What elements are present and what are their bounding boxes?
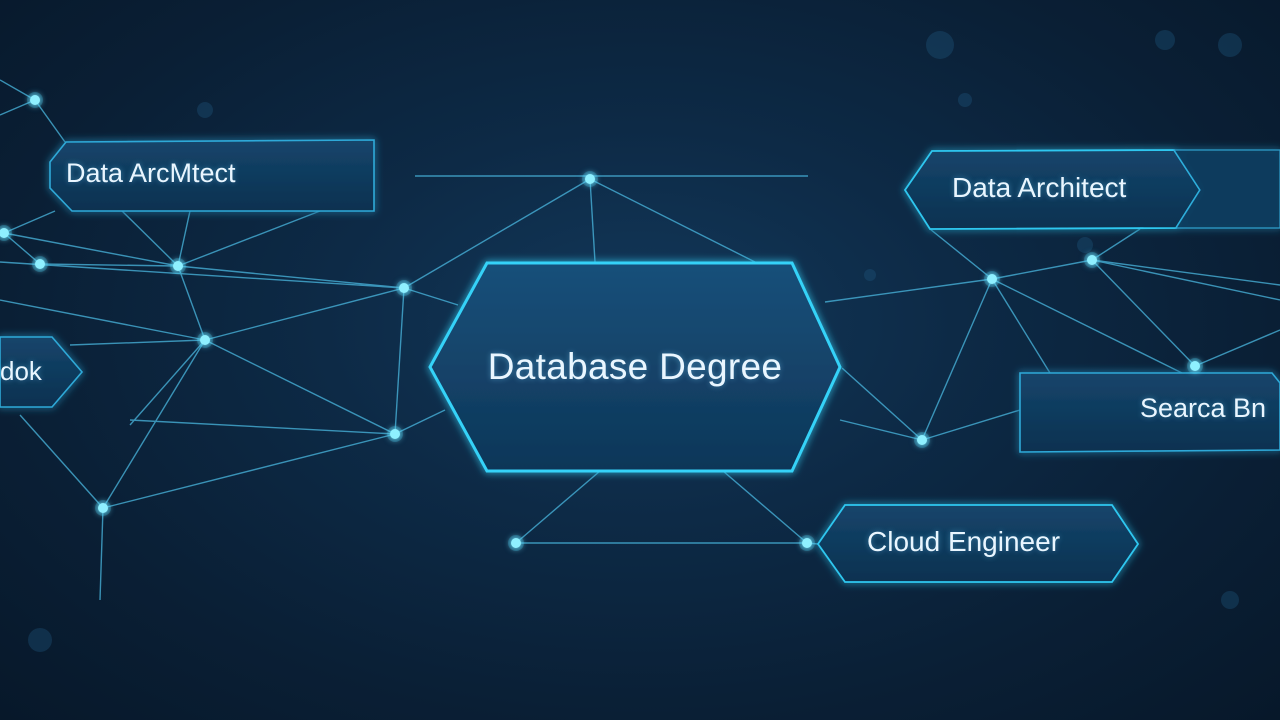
- connection-lines: [0, 79, 1280, 601]
- connection-line: [177, 210, 191, 267]
- connection-line: [1194, 329, 1280, 367]
- connection-line: [99, 507, 104, 601]
- connection-line: [129, 419, 396, 435]
- connection-line: [19, 414, 104, 509]
- network-dot: [173, 261, 183, 271]
- network-dot: [0, 228, 9, 238]
- network-dot: [917, 435, 927, 445]
- connection-line: [403, 287, 459, 306]
- network-dot: [200, 335, 210, 345]
- connection-line: [39, 263, 179, 267]
- connection-line: [102, 433, 396, 509]
- node-box-bottom-right: [816, 504, 1140, 583]
- connection-line: [3, 232, 179, 267]
- connection-line: [991, 259, 1093, 280]
- connection-line: [841, 367, 923, 441]
- center-node-label: Database Degree: [487, 346, 783, 387]
- node-box-left: [0, 336, 84, 408]
- connection-line: [204, 287, 405, 341]
- connection-line: [824, 278, 993, 303]
- connection-line: [177, 265, 405, 289]
- node-label-right: Searca Bn: [1140, 393, 1267, 423]
- node-box-top-left: [49, 139, 375, 212]
- connection-line: [403, 178, 591, 289]
- network-dot: [511, 538, 521, 548]
- connection-line: [129, 339, 206, 426]
- connection-line: [0, 299, 206, 341]
- node-label-top-left: Data ArcMtect: [66, 158, 236, 188]
- connection-line: [515, 470, 601, 544]
- node-label-top-right: Data Architect: [952, 172, 1127, 203]
- connection-line: [204, 339, 396, 435]
- connection-line: [1091, 259, 1280, 301]
- connection-line: [1091, 259, 1196, 367]
- node-box-top-right-tail: [1172, 149, 1280, 229]
- network-dot: [987, 274, 997, 284]
- network-dot: [1087, 255, 1097, 265]
- connection-line: [177, 210, 321, 267]
- connection-line: [839, 419, 923, 441]
- connection-line: [394, 409, 446, 435]
- connection-line: [929, 228, 993, 280]
- connection-line: [177, 265, 206, 341]
- node-box-center: [428, 261, 842, 473]
- connection-line: [394, 287, 405, 435]
- node-label-bottom-right: Cloud Engineer: [867, 526, 1061, 557]
- network-dot: [399, 283, 409, 293]
- connection-line: [991, 278, 1183, 374]
- connection-line: [921, 278, 993, 441]
- network-dot: [35, 259, 45, 269]
- connection-line: [921, 409, 1021, 441]
- node-boxes: [0, 139, 1280, 583]
- connection-line: [102, 339, 206, 509]
- connection-line: [991, 278, 1051, 374]
- network-dot: [30, 95, 40, 105]
- connection-line: [69, 339, 206, 346]
- network-dot: [1190, 361, 1200, 371]
- background-bokeh: [28, 30, 1242, 652]
- connection-line: [3, 210, 56, 234]
- connection-line: [0, 261, 405, 289]
- node-box-right: [1019, 372, 1280, 453]
- network-dot: [802, 538, 812, 548]
- network-dots: [0, 92, 1203, 551]
- connection-line: [34, 99, 66, 143]
- network-dot: [98, 503, 108, 513]
- connection-line: [589, 178, 596, 263]
- connection-line: [1091, 259, 1280, 286]
- connection-line: [121, 210, 179, 267]
- connection-line: [1091, 228, 1141, 261]
- network-dot: [585, 174, 595, 184]
- connection-line: [722, 470, 808, 544]
- node-label-left: dok: [0, 356, 42, 386]
- network-dot: [390, 429, 400, 439]
- connection-line: [589, 178, 756, 263]
